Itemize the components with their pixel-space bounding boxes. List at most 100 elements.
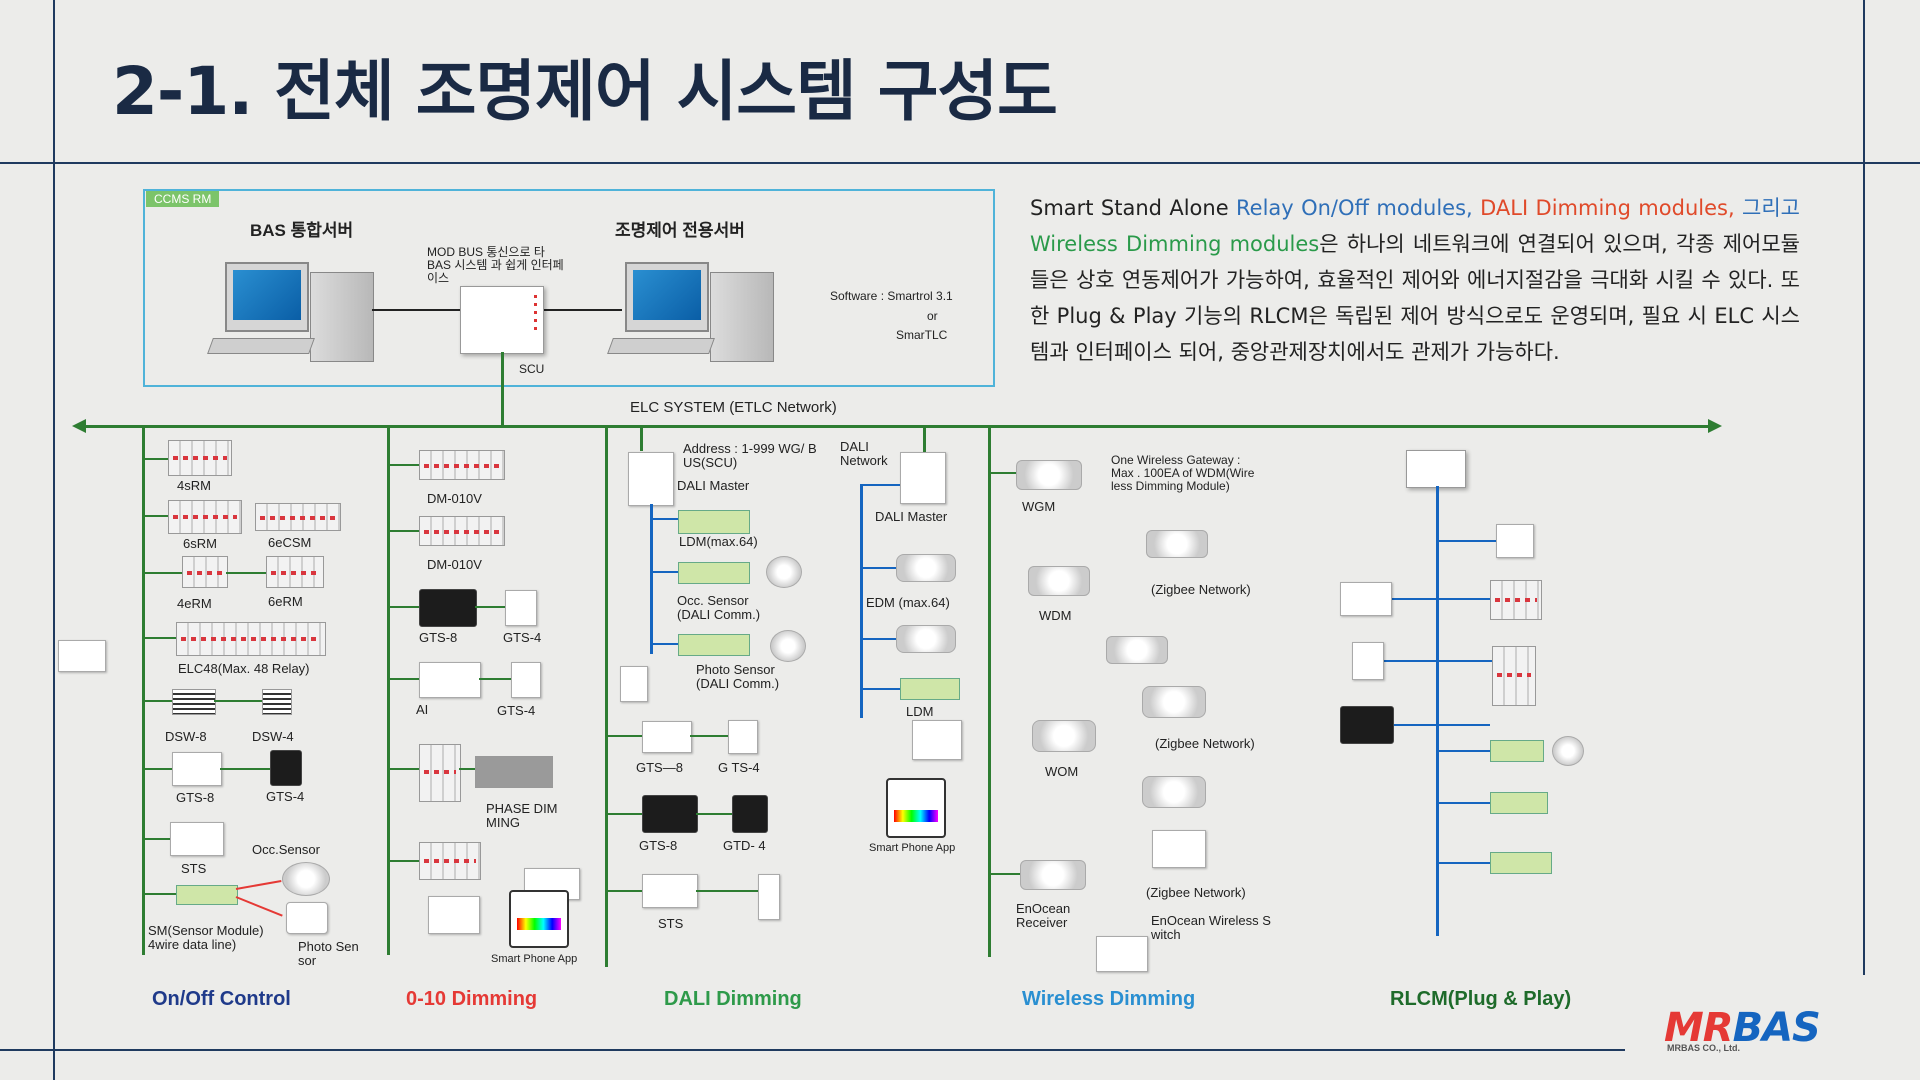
rlcm-branch [1436,750,1490,752]
logo-main1: MR [1664,1005,1734,1051]
dali-branch [690,735,728,737]
gts4-device-onoff [270,750,302,786]
scu-device [460,286,544,354]
dali-switch-small [620,666,648,702]
smart-phone-dali [886,778,946,838]
label-dm2: DM-010V [427,557,482,572]
bas-server-label: BAS 통합서버 [250,221,354,240]
label-photo-onoff: Photo Sen sor [298,939,359,969]
label-elc48: ELC48(Max. 48 Relay) [178,661,310,676]
rlcm-panel-left [1340,582,1392,616]
label-6srm: 6sRM [183,536,217,551]
dali-trunk-top [640,427,643,451]
dali-branch [860,638,896,640]
label-sts-dali: STS [658,916,684,931]
lighting-monitor [625,262,709,332]
ai-device [419,662,481,698]
gts4-device-dali [728,720,758,754]
label-zigbee3: (Zigbee Network) [1146,885,1246,900]
rlcm-branch [1436,862,1490,864]
rlcm-device-5 [1490,792,1548,814]
onoff-branch [142,838,170,840]
software-line2: or [927,309,938,323]
gts8-device-dali [642,721,692,753]
label-4erm: 4eRM [177,596,212,611]
ldm2-device [900,678,960,700]
dali-branch [605,890,642,892]
wom-device-1 [1142,686,1206,718]
label-6erm: 6eRM [268,594,303,609]
dali-branch [696,813,732,815]
rlcm-device-4 [1490,740,1544,762]
desc-intro: Smart Stand Alone [1030,196,1237,220]
dim010-branch [387,860,419,862]
relay-4erm [182,556,228,588]
label-gts8-dali: GTS—8 [636,760,683,775]
frame-bottom-line [0,1049,1625,1051]
sts-device-dali [642,874,698,908]
label-gts4-010: GTS-4 [503,630,542,645]
enocean-switch-2 [1096,936,1148,972]
onoff-branch [220,768,270,770]
label-gtd4-dali: GTD- 4 [723,838,766,853]
ccms-box [143,189,995,387]
bas-keyboard [207,338,315,354]
onoff-branch [142,768,172,770]
rlcm-branch [1390,598,1490,600]
dali-trunk-right [923,427,926,457]
description-paragraph: Smart Stand Alone Relay On/Off modules, … [1030,190,1800,370]
desc-body: 은 하나의 네트워크에 연결되어 있으며, 각종 제어모듈들은 상호 연동제어가… [1030,232,1801,364]
rlcm-device-1 [1496,524,1534,558]
relay-6ecsm [255,503,341,531]
sm-link [235,880,282,890]
label-wom: WOM [1045,764,1079,779]
dali-branch [696,890,758,892]
label-ldm: LDM(max.64) [679,534,758,549]
category-dali: DALI Dimming [664,988,802,1010]
label-master1: DALI Master [677,478,750,493]
dim010-trunk [387,427,390,955]
rlcm-branch [1390,724,1490,726]
dali-trunk-left [605,427,608,967]
rlcm-sensor [1552,736,1584,766]
label-enocean-rx: EnOcean Receiver [1016,901,1071,931]
label-ldm2: LDM [906,704,934,719]
onoff-branch [142,458,168,460]
enocean-receiver [1020,860,1086,890]
wall-switch-left [58,640,106,672]
frame-left-line [53,0,55,1080]
wdm-device-2 [1028,566,1090,596]
sensor-module [176,885,238,905]
label-photo-dali: Photo Sensor (DALI Comm.) [696,662,780,692]
label-master2: DALI Master [875,509,948,524]
rlcm-branch [1436,540,1496,542]
gts8b-device-dali [642,795,698,833]
ccms-tag: CCMS RM [146,191,220,207]
rlcm-black-panel [1340,706,1394,744]
label-gts8-010: GTS-8 [419,630,458,645]
label-gts8-onoff: GTS-8 [176,790,215,805]
desc-dali: DALI Dimming modules, [1480,196,1735,220]
onoff-branch [142,515,168,517]
dim010-branch [387,678,419,680]
desc-wireless: Wireless Dimming modules [1030,232,1320,256]
relay-6erm [266,556,324,588]
label-occ-dali: Occ. Sensor (DALI Comm.) [677,593,761,623]
dali-bus-right [860,484,863,718]
label-ai: AI [416,702,429,717]
frame-right-line [1863,0,1865,975]
onoff-branch [142,637,176,639]
wom-device-3 [1142,776,1206,808]
rlcm-branch [1382,660,1492,662]
rlcm-switch-left [1352,642,1384,680]
scu-drop-line [501,352,504,427]
dali-branch [650,643,678,645]
rlcm-device-2 [1490,580,1542,620]
photo-dali-module [678,634,750,656]
dim010-module-3 [419,842,481,880]
gts4b-device-010 [511,662,541,698]
sts-device-onoff [170,822,224,856]
dali-switch-3 [758,874,780,920]
rlcm-trunk [1436,486,1439,936]
label-gts8b-dali: GTS-8 [639,838,678,853]
